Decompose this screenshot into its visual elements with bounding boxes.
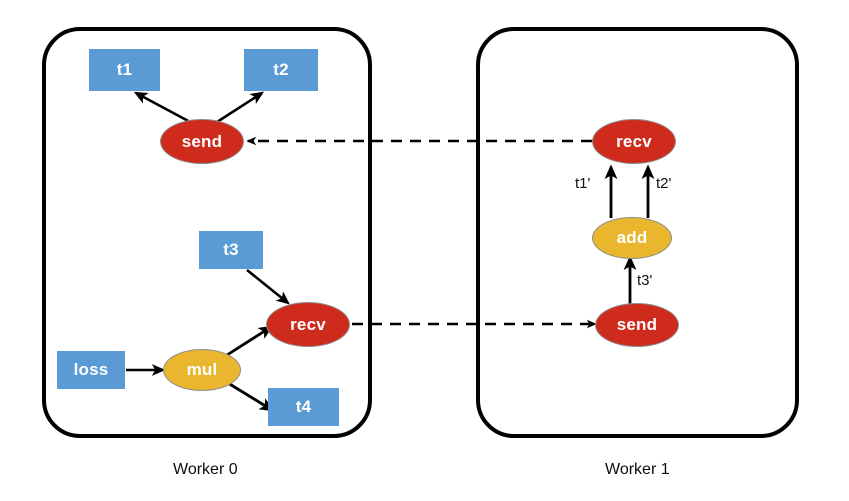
- edge-label-t3-prime: t3': [637, 272, 653, 289]
- node-send-worker1-label: send: [616, 315, 658, 334]
- node-send-worker1[interactable]: send: [595, 303, 679, 347]
- node-t2-label: t2: [273, 60, 289, 79]
- node-t3-label: t3: [223, 240, 239, 259]
- worker0-container: [42, 27, 372, 438]
- edge-send-to-t2: [216, 91, 265, 124]
- node-t4[interactable]: t4: [268, 388, 339, 426]
- node-loss-label: loss: [73, 360, 109, 379]
- node-recv-worker0[interactable]: recv: [266, 302, 350, 347]
- node-t3[interactable]: t3: [199, 231, 263, 269]
- node-mul-label: mul: [186, 360, 218, 379]
- node-add-label: add: [616, 228, 648, 247]
- worker1-container: [476, 27, 799, 438]
- node-mul[interactable]: mul: [163, 349, 241, 391]
- worker0-caption: Worker 0: [173, 461, 238, 478]
- node-recv-worker0-label: recv: [290, 314, 326, 334]
- edge-label-t2-prime: t2': [656, 175, 672, 192]
- edge-label-t1-prime: t1': [575, 175, 591, 192]
- node-t4-label: t4: [295, 397, 312, 416]
- edge-mul-to-t4: [227, 381, 275, 412]
- node-add[interactable]: add: [592, 217, 672, 259]
- node-t1-label: t1: [116, 60, 133, 79]
- node-recv-worker1[interactable]: recv: [592, 119, 676, 164]
- node-recv-worker1-label: recv: [616, 131, 652, 151]
- node-send-worker0-label: send: [181, 131, 223, 151]
- edge-mul-to-recv: [226, 325, 274, 357]
- node-t1[interactable]: t1: [89, 49, 160, 91]
- worker1-caption: Worker 1: [605, 461, 670, 478]
- node-t2[interactable]: t2: [244, 49, 318, 91]
- edge-send-to-t1: [133, 91, 193, 125]
- edge-t3-to-recv: [246, 268, 290, 305]
- node-loss[interactable]: loss: [57, 351, 125, 389]
- node-send-worker0[interactable]: send: [160, 119, 244, 164]
